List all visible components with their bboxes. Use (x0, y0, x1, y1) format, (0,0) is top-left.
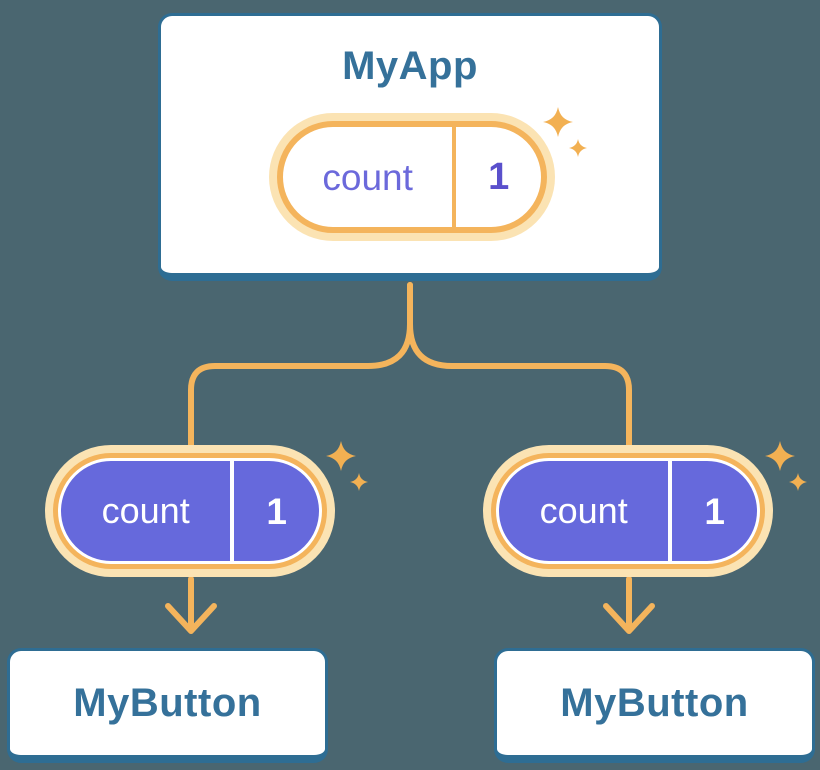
state-pill-label: count (322, 156, 413, 198)
prop-pill-label: count (539, 490, 628, 531)
state-pill-count: count 1 (277, 121, 547, 233)
pill-divider (230, 461, 235, 561)
prop-pill-value: 1 (704, 490, 725, 532)
branch-line-left (188, 282, 413, 449)
arrow-down-right-icon (603, 576, 655, 634)
sparkle-large-icon (326, 441, 356, 471)
prop-pill-value-cell: 1 (234, 461, 319, 561)
arrow-down-left-icon (165, 576, 217, 634)
prop-pill-count-left: count 1 (58, 458, 322, 564)
mybutton-title: MyButton (73, 681, 262, 725)
prop-pill-value: 1 (266, 490, 287, 532)
sparkle-large-icon (765, 441, 795, 471)
state-pill-label-cell: count (283, 127, 452, 227)
mybutton-title: MyButton (560, 681, 749, 725)
state-pill-value: 1 (488, 156, 510, 198)
prop-pill-label: count (101, 490, 190, 531)
pill-divider (452, 127, 457, 227)
prop-pill-label-cell: count (499, 461, 668, 561)
prop-pill-count-right: count 1 (496, 458, 760, 564)
mybutton-card-left: MyButton (7, 648, 328, 763)
prop-pill-value-cell: 1 (672, 461, 757, 561)
sparkle-large-icon (543, 107, 573, 137)
mybutton-card-right: MyButton (494, 648, 815, 763)
state-pill-value-cell: 1 (456, 127, 541, 227)
sparkle-small-icon (569, 139, 587, 157)
branch-line-right (407, 282, 632, 449)
pill-divider (668, 461, 673, 561)
sparkle-small-icon (789, 473, 807, 491)
myapp-title: MyApp (342, 44, 478, 88)
sparkle-small-icon (350, 473, 368, 491)
prop-pill-label-cell: count (61, 461, 230, 561)
